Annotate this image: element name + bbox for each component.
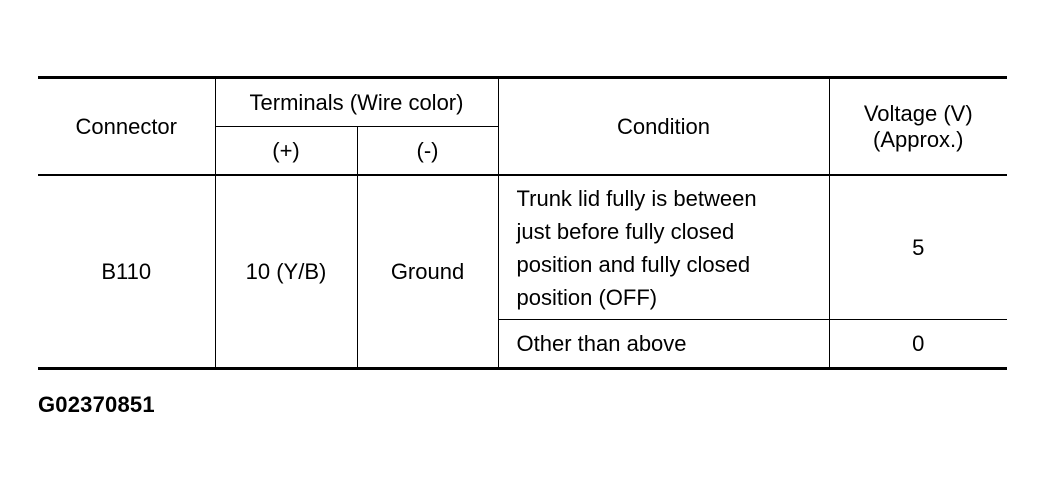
header-row-2: (+) (-) [38,126,1007,176]
cell-voltage: 5 [828,174,1008,320]
header-row-1: Connector Terminals (Wire color) Conditi… [38,76,1008,176]
header-voltage-line2: (Approx.) [873,126,964,152]
header-condition: Condition [497,76,830,176]
cell-terminal-minus: Ground [356,174,499,369]
header-voltage: Voltage (V) (Approx.) [828,76,1008,176]
table-row: B110 10 (Y/B) Ground Trunk lid fully is … [38,174,1008,369]
figure-caption: G02370851 [38,392,155,417]
condition-line: Trunk lid fully is between [516,185,757,211]
header-terminals: Terminals (Wire color) [214,76,499,127]
cell-condition: Trunk lid fully is between just before f… [497,174,830,320]
header-voltage-line1: Voltage (V) [863,100,973,126]
cell-terminal-plus: 10 (Y/B) [214,174,358,369]
cell-condition: Other than above [498,319,830,370]
cell-connector: B110 [38,174,216,369]
header-terminal-plus: (+) [215,126,358,176]
condition-line: Other than above [516,331,687,356]
condition-line: position (OFF) [516,284,658,310]
condition-line: just before fully closed [516,218,735,244]
condition-line: position and fully closed [516,251,751,277]
specification-table: Connector Terminals (Wire color) Conditi… [38,76,1008,370]
header-terminal-minus: (-) [356,126,499,176]
table-row: Other than above 0 [38,319,1008,370]
cell-voltage: 0 [828,319,1008,370]
header-connector: Connector [38,76,216,176]
